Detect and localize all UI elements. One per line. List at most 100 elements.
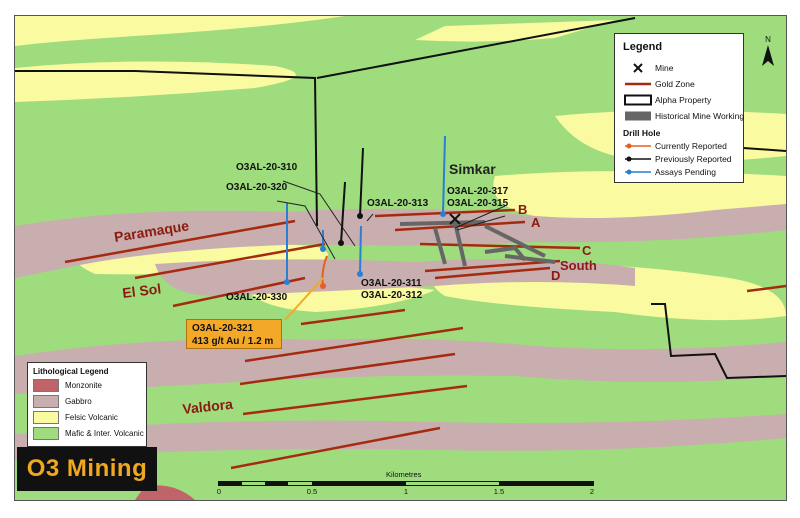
- zone-label-b: B: [518, 202, 527, 217]
- historical-swatch: [625, 111, 651, 121]
- legend-historical-label: Historical Mine Working: [655, 111, 745, 121]
- leader-315: [456, 215, 506, 231]
- felsic-volcanic-area: [493, 171, 786, 221]
- litho-row-felsic: Felsic Volcanic: [33, 411, 118, 424]
- legend-row-mine: Mine: [623, 62, 673, 74]
- company-logo: O3 Mining: [17, 447, 157, 491]
- litho-label: Mafic & Inter. Volcanic: [65, 429, 144, 438]
- hole-label-317: O3AL-20-317: [447, 186, 509, 197]
- litho-label: Gabbro: [65, 397, 92, 406]
- assay-callout: O3AL-20-321 413 g/t Au / 1.2 m: [186, 319, 282, 349]
- drill-collar-321[interactable]: [320, 283, 326, 289]
- drill-trace-313: [359, 147, 364, 217]
- felsic-swatch: [33, 411, 59, 424]
- mafic-swatch: [33, 427, 59, 440]
- drill-collar-330[interactable]: [284, 279, 290, 285]
- pending-swatch: [625, 169, 651, 175]
- gabbro-area: [15, 338, 786, 394]
- drill-collar-310[interactable]: [338, 240, 344, 246]
- hole-label-320: O3AL-20-320: [226, 182, 288, 193]
- drill-trace-317: [442, 135, 446, 215]
- lithological-legend: Lithological Legend Monzonite Gabbro Fel…: [27, 362, 147, 447]
- hole-label-311: O3AL-20-311: [361, 278, 422, 289]
- legend-title: Legend: [623, 41, 663, 53]
- litho-row-monzonite: Monzonite: [33, 379, 102, 392]
- mine-icon: [633, 63, 643, 73]
- legend-row-currently: Currently Reported: [623, 140, 727, 152]
- scale-bar-track: [218, 481, 594, 486]
- label-leaders: [276, 180, 506, 321]
- legend-currently-label: Currently Reported: [655, 141, 727, 151]
- hole-label-330: O3AL-20-330: [226, 292, 288, 303]
- legend-row-historical: Historical Mine Working: [623, 110, 744, 122]
- litho-row-gabbro: Gabbro: [33, 395, 92, 408]
- leader-310: [282, 180, 356, 247]
- leader-321: [284, 277, 324, 321]
- litho-label: Monzonite: [65, 381, 102, 390]
- scale-tick: 1: [403, 487, 409, 496]
- alpha-property-boundary: [15, 17, 636, 227]
- gold-zone: [746, 284, 786, 293]
- region-label-valdora: Valdora: [182, 396, 234, 417]
- historical-working: [504, 254, 556, 264]
- litho-label: Felsic Volcanic: [65, 413, 118, 422]
- scale-tick: 0.5: [306, 487, 318, 496]
- callout-result: 413 g/t Au / 1.2 m: [192, 336, 274, 347]
- legend-mine-label: Mine: [655, 63, 674, 73]
- map-legend: Legend Mine Gold Zone Alpha Property His…: [614, 33, 744, 183]
- zone-label-south: South: [560, 258, 597, 273]
- legend-row-alpha: Alpha Property: [623, 94, 711, 106]
- gold-zone: [172, 276, 306, 308]
- north-arrow: N: [758, 34, 778, 70]
- currently-swatch: [625, 143, 651, 149]
- felsic-volcanic-area: [415, 20, 615, 42]
- felsic-volcanic-area: [15, 16, 345, 46]
- litho-row-mafic: Mafic & Inter. Volcanic: [33, 427, 144, 440]
- drill-trace-310: [340, 181, 346, 244]
- north-label: N: [765, 35, 771, 44]
- drill-trace-311: [359, 225, 362, 275]
- gold-zone: [239, 352, 456, 386]
- monzonite-swatch: [33, 379, 59, 392]
- previously-swatch: [625, 156, 651, 162]
- gold-zone: [134, 242, 326, 280]
- leader-313: [366, 213, 374, 222]
- leader-317: [454, 205, 506, 229]
- hole-label-312: O3AL-20-312: [361, 290, 423, 301]
- gold-zone: [419, 242, 581, 250]
- drill-collar-311[interactable]: [357, 271, 363, 277]
- drill-collar-317[interactable]: [440, 211, 446, 217]
- legend-previously-label: Previously Reported: [655, 154, 732, 164]
- gold-zone: [242, 384, 468, 416]
- litho-title: Lithological Legend: [33, 367, 109, 376]
- hole-label-313: O3AL-20-313: [367, 198, 429, 209]
- scale-unit: Kilometres: [386, 470, 422, 479]
- zone-label-c: C: [582, 243, 592, 258]
- zone-label-a: A: [531, 215, 541, 230]
- drill-collar-313[interactable]: [357, 213, 363, 219]
- gold-zone: [300, 308, 406, 326]
- mine-icon[interactable]: [449, 213, 461, 225]
- alpha-property-boundary: [651, 303, 786, 380]
- legend-row-previously: Previously Reported: [623, 153, 732, 165]
- zone-label-d: D: [551, 268, 560, 283]
- historical-working: [484, 224, 546, 258]
- alpha-property-swatch: [624, 94, 652, 106]
- legend-gold-zone-label: Gold Zone: [655, 79, 695, 89]
- drill-hole-traces: [284, 135, 446, 289]
- scale-tick: 0: [216, 487, 222, 496]
- gold-zone: [230, 426, 441, 470]
- gold-zone: [424, 259, 561, 273]
- historical-working: [433, 227, 447, 265]
- scale-bar: Kilometres 0 0.5 1 1.5 2: [216, 470, 594, 498]
- gold-zone-swatch: [625, 82, 651, 86]
- hole-label-315: O3AL-20-315: [447, 198, 509, 209]
- gabbro-area: [15, 414, 786, 460]
- callout-hole: O3AL-20-321: [192, 323, 254, 334]
- legend-pending-label: Assays Pending: [655, 167, 716, 177]
- legend-row-gold-zone: Gold Zone: [623, 78, 695, 90]
- drill-collar-320[interactable]: [320, 246, 326, 252]
- gold-zone: [434, 266, 551, 280]
- gold-zone: [244, 326, 464, 363]
- historical-working: [399, 220, 486, 226]
